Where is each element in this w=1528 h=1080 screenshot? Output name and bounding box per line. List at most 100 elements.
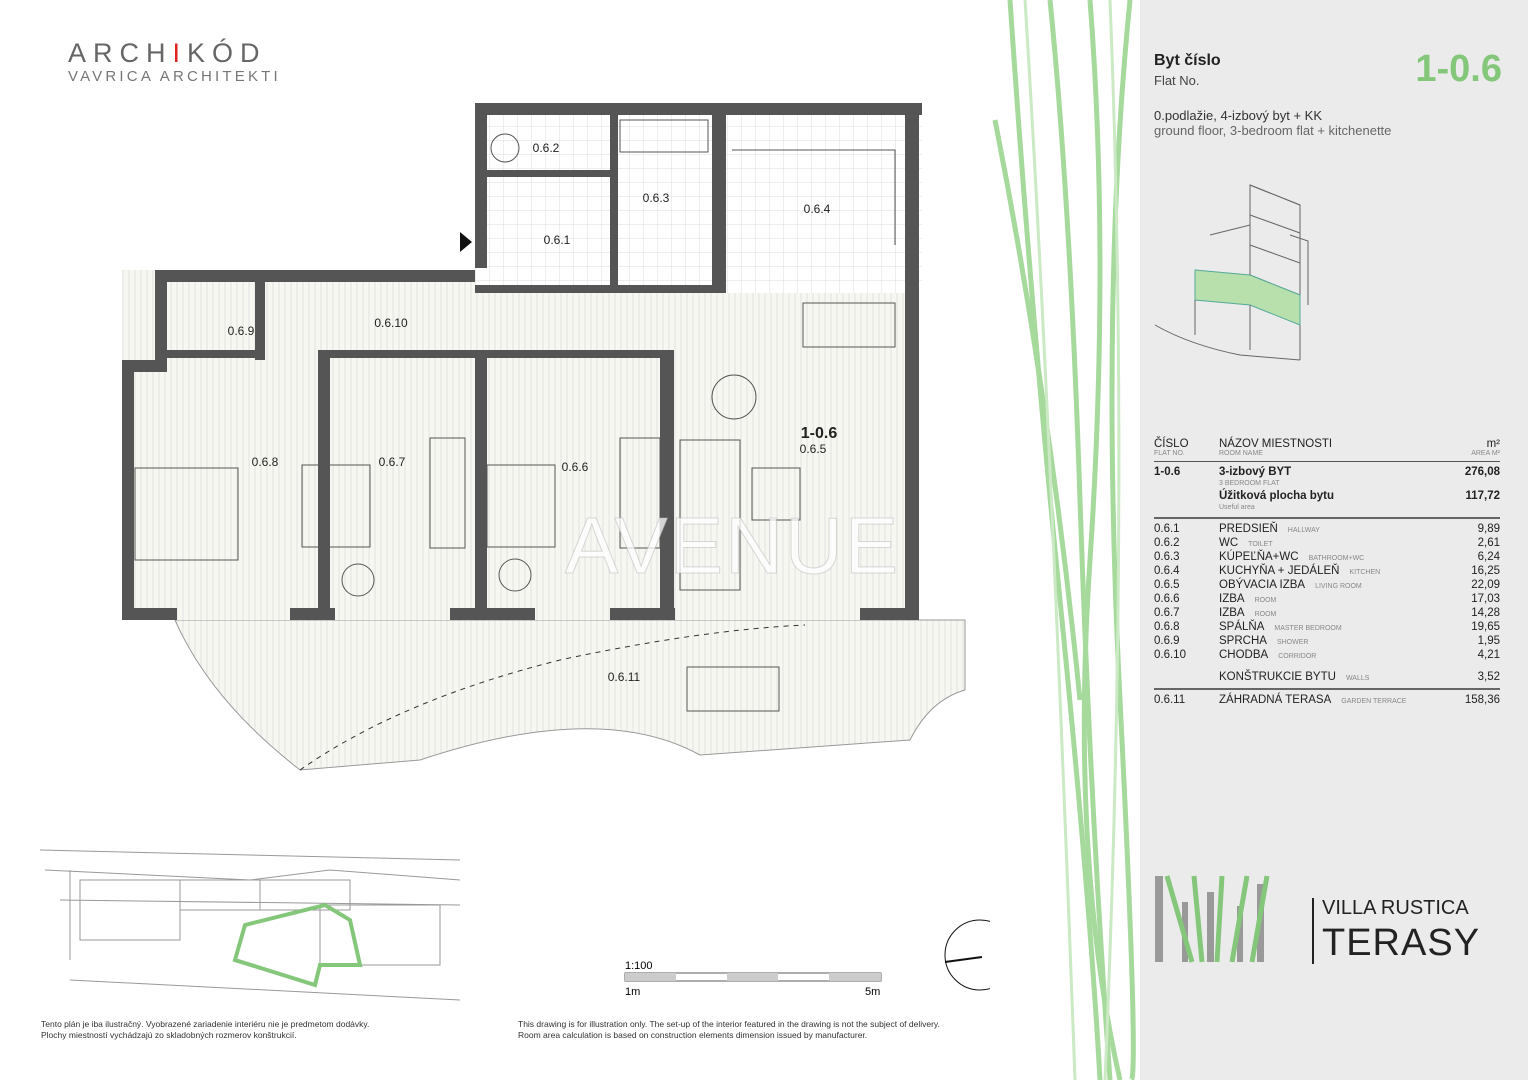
cell: 3-izbový BYT: [1219, 466, 1292, 478]
col-name-en: ROOM NAME: [1219, 450, 1263, 457]
room-row: 0.6.5 OBÝVACIA IZBA LIVING ROOM 22,09: [1154, 579, 1500, 593]
cell: SPÁLŇA: [1219, 621, 1265, 633]
cell: HALLWAY: [1287, 527, 1320, 534]
brand-line2: TERASY: [1322, 922, 1481, 964]
cell: ROOM: [1254, 611, 1277, 618]
flat-label-en: Flat No.: [1154, 73, 1200, 88]
cell: 0.6.2: [1154, 537, 1180, 549]
logo-subtitle: VAVRICA ARCHITEKTI: [68, 68, 281, 85]
room-row: 0.6.1 PREDSIEŇ HALLWAY 9,89: [1154, 523, 1500, 537]
flat-subtitle: 0.podlažie, 4-izbový byt + KK: [1154, 108, 1323, 123]
cell: 3 BEDROOM FLAT: [1219, 480, 1280, 487]
cell: OBÝVACIA IZBA: [1219, 579, 1306, 591]
room-label: 0.6.2: [533, 141, 560, 155]
tree-decoration: [992, 0, 1136, 1080]
room-row: 0.6.2 WC TOILET 2,61: [1154, 537, 1500, 551]
col-num: ČÍSLO: [1154, 438, 1189, 450]
note-line: This drawing is for illustration only. T…: [518, 1019, 940, 1029]
logo: ARCHIKÓD: [68, 38, 267, 68]
cell: Useful area: [1219, 504, 1255, 511]
info-panel: [1140, 0, 1528, 1080]
room-label: 0.6.3: [643, 191, 670, 205]
brand-divider: [1312, 898, 1314, 964]
room-label: 0.6.9: [228, 324, 255, 338]
cell: 0.6.8: [1154, 621, 1180, 633]
cell: 1,95: [1477, 635, 1500, 647]
floor-plan: 0.6.2 0.6.3 0.6.1 0.6.4 0.6.9 0.6.10 0.6…: [39, 103, 990, 1001]
room-label: 0.6.6: [562, 460, 589, 474]
cell: BATHROOM+WC: [1308, 555, 1365, 562]
scale-bar: [624, 972, 882, 982]
cell: LIVING ROOM: [1315, 583, 1362, 590]
cell: IZBA: [1219, 593, 1245, 605]
cell: 17,03: [1471, 593, 1500, 605]
cell: ZÁHRADNÁ TERASA: [1219, 694, 1332, 706]
note-line: Plochy miestností vychádzajú zo skladobn…: [41, 1030, 297, 1040]
cell: 22,09: [1471, 579, 1500, 591]
cell: TOILET: [1248, 541, 1273, 548]
cell: 0.6.4: [1154, 565, 1180, 577]
cell: WALLS: [1345, 675, 1370, 682]
cell: Úžitková plocha bytu: [1219, 490, 1335, 502]
scale-start: 1m: [625, 986, 640, 998]
room-label: 0.6.5: [800, 442, 827, 456]
cell: 0.6.1: [1154, 523, 1180, 535]
cell: 3,52: [1477, 671, 1500, 683]
room-row: 0.6.3 KÚPEĽŇA+WC BATHROOM+WC 6,24: [1154, 551, 1500, 565]
note-line: Room area calculation is based on constr…: [518, 1030, 868, 1040]
cell: WC: [1219, 537, 1239, 549]
disclaimer-en: This drawing is for illustration only. T…: [518, 1019, 940, 1041]
building-sketch: [1154, 184, 1309, 361]
entrance-arrow-icon: [460, 232, 472, 252]
cell: 9,89: [1477, 523, 1500, 535]
cell: 0.6.3: [1154, 551, 1180, 563]
cell: KÚPEĽŇA+WC: [1219, 551, 1299, 563]
room-label: 0.6.8: [252, 455, 279, 469]
cell: 0.6.7: [1154, 607, 1180, 619]
room-label: 0.6.10: [374, 316, 408, 330]
scale-ratio: 1:100: [625, 960, 653, 972]
cell: 6,24: [1477, 551, 1500, 563]
watermark: AVENUE: [564, 501, 901, 591]
brand-line1: VILLA RUSTICA: [1322, 897, 1469, 919]
cell: 2,61: [1477, 537, 1500, 549]
site-key-plan: [39, 849, 461, 1001]
cell: 276,08: [1464, 466, 1500, 478]
compass-icon: [944, 919, 990, 991]
room-row: 0.6.4 KUCHYŇA + JEDÁLEŇ KITCHEN 16,25: [1154, 565, 1500, 579]
cell: MASTER BEDROOM: [1274, 625, 1342, 632]
cell: 16,25: [1471, 565, 1500, 577]
col-num-en: FLAT NO.: [1154, 450, 1185, 457]
cell: IZBA: [1219, 607, 1245, 619]
col-area-en: AREA M²: [1471, 450, 1500, 457]
cell: KITCHEN: [1349, 569, 1381, 576]
room-label: 0.6.1: [544, 233, 571, 247]
cell: 0.6.5: [1154, 579, 1180, 591]
flat-label: Byt číslo: [1154, 52, 1221, 69]
cell: KUCHYŇA + JEDÁLEŇ: [1219, 565, 1340, 577]
cell: PREDSIEŇ: [1219, 523, 1278, 535]
room-row: 0.6.8 SPÁLŇA MASTER BEDROOM 19,65: [1154, 621, 1500, 635]
cell: CHODBA: [1219, 649, 1269, 661]
col-name: NÁZOV MIESTNOSTI: [1219, 438, 1333, 450]
cell: KONŠTRUKCIE BYTU: [1219, 671, 1336, 683]
flat-subtitle-en: ground floor, 3-bedroom flat + kitchenet…: [1154, 123, 1392, 138]
room-label: 0.6.7: [379, 455, 406, 469]
disclaimer-sk: Tento plán je iba ilustračný. Vyobrazené…: [41, 1019, 369, 1041]
cell: 0.6.6: [1154, 593, 1180, 605]
cell: CORRIDOR: [1278, 653, 1317, 660]
room-label: 0.6.4: [804, 202, 831, 216]
note-line: Tento plán je iba ilustračný. Vyobrazené…: [41, 1019, 370, 1029]
cell: 19,65: [1471, 621, 1500, 633]
cell: SHOWER: [1276, 639, 1309, 646]
cell: 1-0.6: [1154, 466, 1181, 478]
flat-row: 1-0.6 3-izbový BYT 276,08: [1154, 466, 1500, 480]
flat-number: 1-0.6: [1415, 48, 1502, 90]
cell: 117,72: [1465, 490, 1500, 502]
